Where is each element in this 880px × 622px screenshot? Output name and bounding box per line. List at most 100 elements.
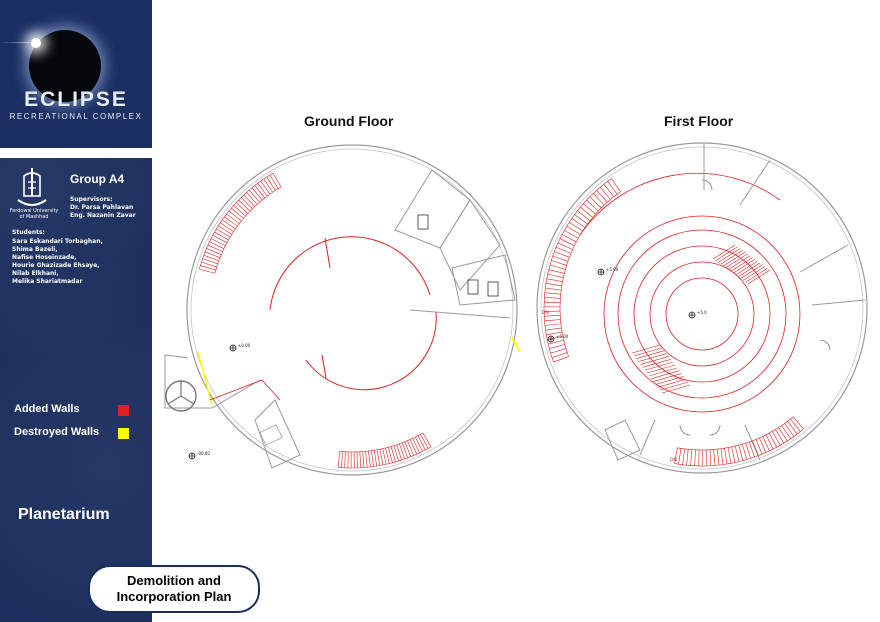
stair-tread [678,448,682,465]
stair-tread [376,449,381,466]
stair-tread [716,449,720,466]
stair-tread [390,446,396,462]
legend-added-walls-label: Added Walls [14,403,80,415]
eclipse-hero-image: ECLIPSE RECREATIONAL COMPLEX [0,0,152,148]
stair-tread [404,441,412,457]
stair-tread [385,447,390,464]
ground-dome-arc-lower [305,311,437,391]
stair-stringer [339,432,424,453]
stair-tread [379,449,384,465]
stair-tread [725,253,748,269]
stair-tread [690,449,693,466]
stair-tread [420,434,429,449]
ground-floor-title: Ground Floor [304,113,394,129]
stair-tread [659,381,688,391]
stair-tread [552,255,569,262]
stair-tread [646,364,676,374]
stair-tread [596,190,608,203]
stair-tread [583,203,596,215]
stair-tread [415,436,423,452]
stair-tread [765,434,774,450]
first-floor-title: First Floor [664,113,734,129]
stair-tread [631,344,661,354]
stair-tread [417,435,426,451]
supervisor-name: Dr. Parsa Pahlavan [70,204,134,211]
stair-tread [218,225,233,235]
first-down-tag: DN [670,457,677,463]
stair-tread [544,301,561,303]
stair-tread [741,444,748,460]
stair-tread [636,350,665,360]
stair-tread [752,440,759,456]
ground-level-marker: -00.00 [188,451,210,460]
stair-tread [731,446,736,463]
revolving-door-blades [167,381,195,405]
ground-destroyed-wall [197,351,213,406]
stair-tread [745,443,751,459]
first-outer-wall-inner [540,146,864,470]
stair-tread [557,242,573,250]
ground-room [254,399,301,469]
stair-tread [371,450,374,467]
stair-tread [569,222,583,232]
stair-tread [577,210,591,221]
stair-tread [727,255,751,270]
project-name: Planetarium [18,506,110,523]
stair-tread [661,384,691,394]
stair-tread [642,358,671,368]
plan-type-badge: Demolition and Incorporation Plan [88,565,260,613]
stair-tread [781,425,791,439]
stair-tread [263,178,273,193]
stair-tread [556,246,572,254]
stair-tread [210,238,226,246]
stair-tread [235,202,249,214]
stair-tread [248,189,260,203]
stair-tread [549,264,566,270]
first-double-door-icon [679,424,721,436]
stair-tread [337,451,340,468]
svg-text:±0.00: ±0.00 [238,343,251,348]
stair-stringer [214,186,282,274]
student-name: Melika Shariatmadar [12,278,83,285]
stair-tread [412,438,420,453]
stair-tread [559,238,575,246]
stair-tread [205,251,221,258]
first-level-marker: +5.00 [547,334,569,343]
stair-tread [251,187,263,201]
stair-tread [734,445,740,462]
first-door-icon [701,179,713,191]
stair-tread [220,222,234,232]
stair-tread [344,451,346,468]
ground-outer-wall-inner [190,148,514,472]
university-caption-line-1: Ferdowsi University [9,208,59,214]
ground-outer-wall [186,144,518,476]
stair-tread [551,260,567,266]
stair-tread [775,429,785,444]
first-down-tag: DN [542,310,549,316]
ground-added-wall [209,379,281,401]
plan-type-line-1: Demolition and [127,573,221,588]
stair-tread [243,194,255,207]
stair-tread [740,264,763,279]
stair-tread [269,174,279,189]
supervisor-name: Eng. Nazanin Zavar [70,212,136,219]
stair-tread [238,199,251,212]
stair-tread [682,448,685,465]
stair-tread [382,448,387,465]
stair-tread [713,449,716,466]
stair-tread [231,207,244,219]
stair-tread [362,451,365,468]
stair-tread [551,352,568,358]
stair-tread [649,367,678,377]
stair-tread [272,173,282,188]
stair-tread [722,251,746,267]
stair-tread [544,297,561,299]
first-room [604,419,641,461]
ground-restroom [451,254,516,306]
stair-tread [674,447,678,464]
ground-fixture-icon [417,214,429,230]
stair-tread [553,356,569,363]
stair-tread [562,234,577,243]
group-name: Group A4 [70,172,125,186]
ground-entrance-wall [164,354,261,409]
